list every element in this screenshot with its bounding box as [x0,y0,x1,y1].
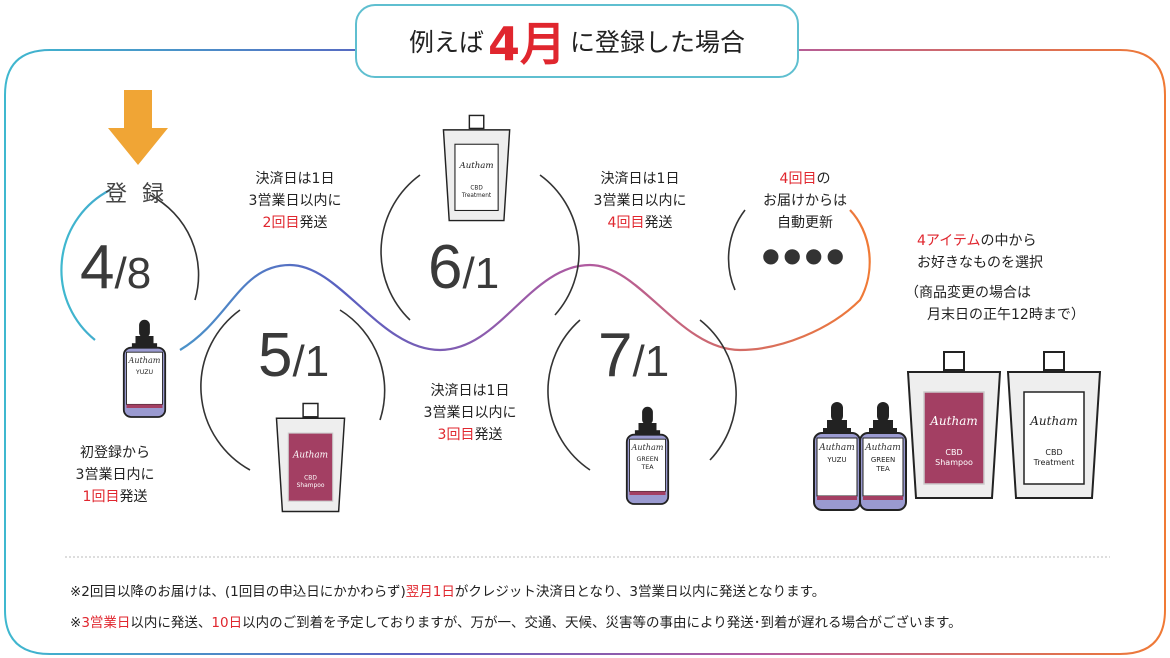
svg-text:Autham: Autham [818,443,855,453]
outer-frame [4,49,1166,655]
svg-text:Shampoo: Shampoo [935,458,973,467]
title-suffix: に登録した場合 [570,28,746,57]
svg-text:TEA: TEA [875,465,890,473]
svg-text:TEA: TEA [640,464,654,471]
date-step-2: 6/1 [428,233,500,302]
svg-text:Autham: Autham [864,443,901,453]
svg-text:CBD: CBD [304,476,317,482]
svg-text:GREEN: GREEN [637,456,659,463]
svg-text:Autham: Autham [458,161,493,171]
ellipsis-dots: ●●●● [762,243,848,267]
svg-text:YUZU: YUZU [135,369,154,376]
svg-text:Autham: Autham [128,355,161,365]
svg-text:CBD: CBD [1045,448,1062,457]
svg-text:Treatment: Treatment [1033,458,1075,467]
register-label: 登 録 [105,182,168,207]
date-step-3: 7/1 [598,321,670,390]
svg-text:Autham: Autham [929,414,977,428]
svg-text:Autham: Autham [1029,414,1077,428]
svg-text:GREEN: GREEN [871,456,895,464]
title-prefix: 例えば [408,28,484,57]
arrow-down-icon [108,90,168,165]
choose-note: 4アイテムの中から お好きなものを選択 （商品変更の場合は 月末日の正午12時ま… [905,233,1085,323]
svg-text:Treatment: Treatment [461,193,492,199]
title-month: 4月 [487,17,566,71]
date-register: 4/8 [80,233,152,302]
svg-text:Shampoo: Shampoo [297,483,325,489]
svg-text:YUZU: YUZU [826,456,846,464]
date-step-1: 5/1 [258,321,330,390]
footer-note-2: ※3営業日以内に発送、10日以内のご到着を予定しておりますが、万が一、交通、天候… [70,615,962,631]
svg-text:CBD: CBD [470,186,483,192]
timeline-wave [60,189,871,352]
svg-text:Autham: Autham [631,442,664,452]
footer-note-1: ※2回目以降のお届けは、(1回目の申込日にかかわらず)翌月1日がクレジット決済日… [70,584,826,600]
auto-renew-note: 4回目のお届けからは自動更新 ●●●● [750,168,860,266]
svg-text:CBD: CBD [945,448,962,457]
svg-text:Autham: Autham [292,451,328,461]
